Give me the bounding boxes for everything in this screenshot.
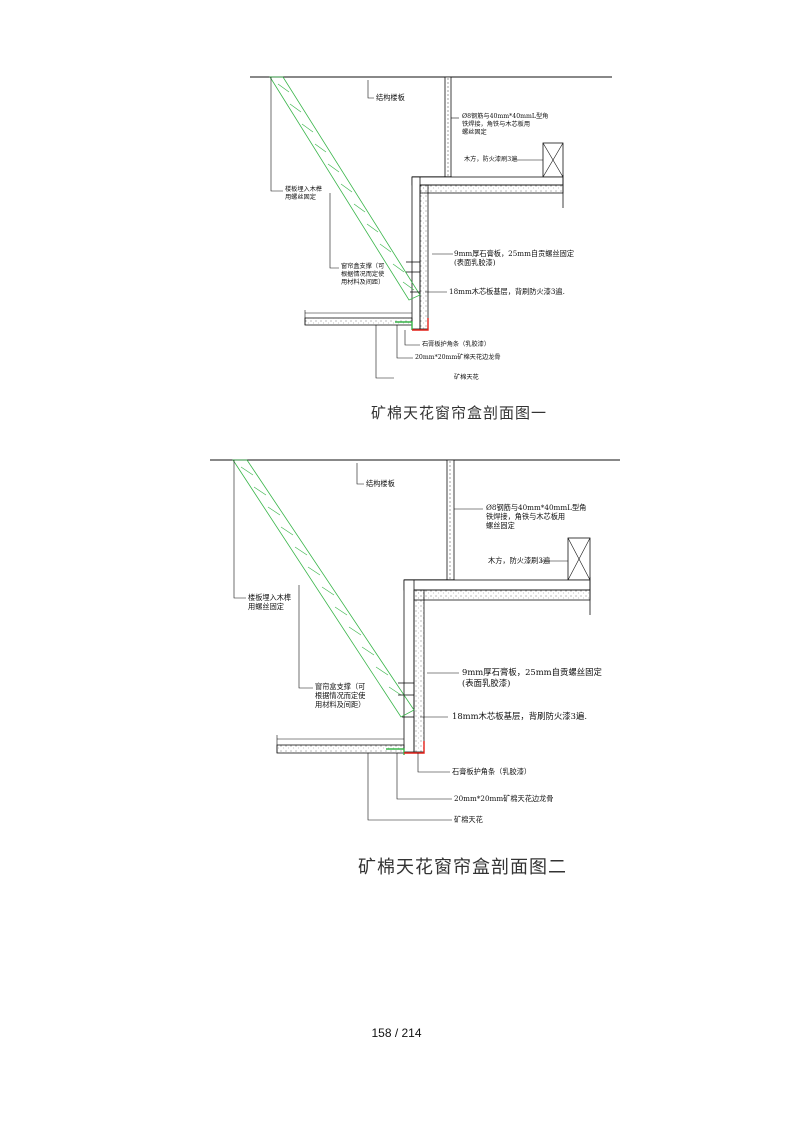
core-board-vertical [411,176,421,330]
section-drawing-2-svg [210,459,620,821]
caption-1: 矿棉天花窗帘盒剖面图一 [371,404,548,422]
label-steel: Ø8钢筋与40mm*40mmL型角 铁焊接，角铁与木芯板用 螺丝固定 [486,503,587,530]
gypsum-vertical [419,184,429,330]
core-board-top [403,579,591,591]
label-core: 18mm木芯板基层，背刷防火漆3遍. [449,287,565,296]
label-slab: 结构楼板 [366,479,395,488]
label-core: 18mm木芯板基层，背刷防火漆3遍. [452,711,588,721]
label-anchor: 楼板埋入木榫 用螺丝固定 [285,186,323,201]
label-ceiling: 矿棉天花 [454,815,483,824]
core-board-top [411,176,564,186]
label-ceiling: 矿棉天花 [454,374,479,381]
label-anchor: 楼板埋入木榫 用螺丝固定 [248,593,292,611]
caption-2: 矿棉天花窗帘盒剖面图二 [358,857,567,878]
gypsum-vertical [413,589,425,753]
label-steel: Ø8钢筋与40mm*40mmL型角 铁焊接，角铁与木芯板用 螺丝固定 [462,113,549,136]
label-keel: 20mm*20mm矿棉天花边龙骨 [415,354,501,361]
label-slab: 结构楼板 [376,93,405,102]
label-timber: 木方，防火漆刷3遍 [464,156,518,163]
gypsum-top [413,589,591,601]
section-drawing-1-svg [250,76,612,379]
core-board-vertical [403,579,415,753]
gypsum-top [419,184,564,194]
label-corner: 石膏板护角条（乳胶漆） [452,767,532,776]
bracket-hatch [269,76,421,301]
section-drawing-1: 结构楼板 Ø8钢筋与40mm*40mmL型角 铁焊接，角铁与木芯板用 螺丝固定 … [0,0,793,440]
label-bracket: 窗帘盒支撑（可 根据情况而定使 用材料及间距） [341,263,385,286]
edge-keel [395,321,413,330]
bracket-hatch [232,459,415,718]
mineral-ceiling [276,744,405,754]
label-corner: 石膏板护角条（乳胶漆） [422,341,491,348]
section-drawing-2: 结构楼板 Ø8钢筋与40mm*40mmL型角 铁焊接，角铁与木芯板用 螺丝固定 … [0,455,793,895]
label-bracket: 窗帘盒支撑（可 根据情况而定使 用材料及间距） [315,682,366,709]
page-number: 158 / 214 [371,1026,422,1040]
label-gypsum: 9mm厚石膏板，25mm自贡螺丝固定 (表面乳胶漆) [462,667,602,688]
corner-bead [404,741,425,754]
label-keel: 20mm*20mm矿棉天花边龙骨 [454,794,554,803]
label-timber: 木方，防火漆刷3遍 [488,556,551,565]
label-gypsum: 9mm厚石膏板，25mm自贡螺丝固定 (表面乳胶漆) [454,249,575,267]
steel-rod [446,459,455,581]
corner-bead [412,318,429,331]
